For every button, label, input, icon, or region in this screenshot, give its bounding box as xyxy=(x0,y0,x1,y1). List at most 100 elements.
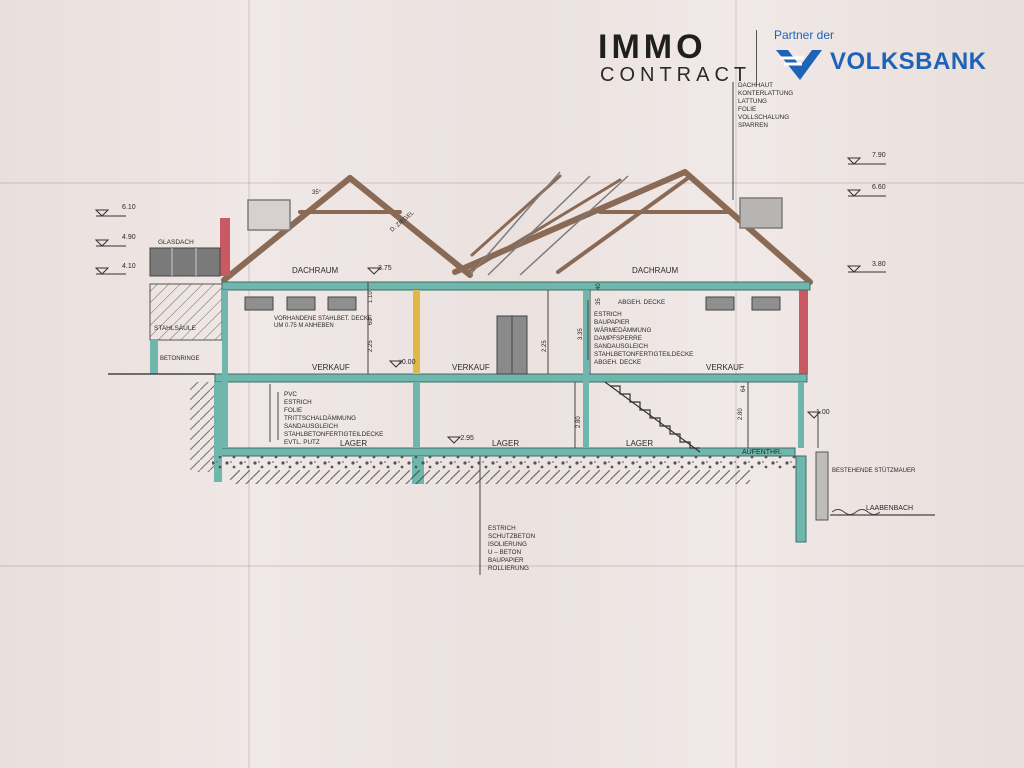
retaining-wall xyxy=(795,455,807,543)
level-right-top: 7.90 xyxy=(872,152,886,159)
floor-layer: TRITTSCHALDÄMMUNG xyxy=(284,414,356,422)
volksbank-v-icon xyxy=(776,50,822,80)
base-layer: U – BETON xyxy=(488,549,522,556)
roof-layer: LATTUNG xyxy=(738,98,767,105)
level-marker-icon xyxy=(94,267,126,275)
room-verkauf-right: VERKAUF xyxy=(706,363,744,372)
dim-280: 2.80 xyxy=(576,416,582,428)
logo-volksbank: VOLKSBANK xyxy=(830,48,987,75)
floor-layer-list: PVC ESTRICH FOLIE TRITTSCHALDÄMMUNG SAND… xyxy=(284,391,383,446)
dimension-lines xyxy=(269,82,819,575)
level-markers xyxy=(94,157,886,444)
steel-column-block xyxy=(149,283,223,341)
level-right-low: 3.80 xyxy=(872,261,886,268)
level-marker-icon xyxy=(366,267,382,275)
dim-225b: 2.25 xyxy=(542,340,548,352)
earth-hatch xyxy=(230,470,750,484)
logo-separator xyxy=(756,30,757,86)
ceiling-layer: WÄRMEDÄMMUNG xyxy=(594,326,651,334)
room-aufenthr: AUFENTHR. xyxy=(742,449,782,456)
room-verkauf-mid: VERKAUF xyxy=(452,363,490,372)
floor-layer: FOLIE xyxy=(284,407,302,414)
wall-right-upper xyxy=(799,290,808,374)
level-lager: -2.95 xyxy=(458,435,474,442)
gravel-bed xyxy=(212,456,797,470)
room-lager-mid: LAGER xyxy=(492,439,519,448)
ceiling-layer: DAMPFSPERRE xyxy=(594,335,642,342)
level-marker-icon xyxy=(846,157,886,165)
dim-110: 1.10 xyxy=(368,291,374,303)
column-yellow xyxy=(413,290,420,374)
slab-dachraum xyxy=(221,281,811,291)
volksbank-logo: VOLKSBANK xyxy=(774,44,1004,84)
dim-280b: 2.80 xyxy=(738,408,744,420)
ceiling-layer: STAHLBETONFERTIGTEILDECKE xyxy=(594,351,693,358)
level-left-top: 6.10 xyxy=(122,204,136,211)
label-stahlsaeule: STAHLSÄULE xyxy=(154,324,196,332)
dim-60: 60 xyxy=(368,318,374,325)
logo-contract: CONTRACT xyxy=(600,64,752,86)
chimney-wall-left xyxy=(220,218,230,276)
floor-layer: STAHLBETONFERTIGTEILDECKE xyxy=(284,431,383,438)
base-layer: SCHUTZBETON xyxy=(488,533,536,540)
earth-hatch-left xyxy=(190,382,214,472)
base-layer-list: ESTRICH SCHUTZBETON ISOLIERUNG U – BETON… xyxy=(488,525,536,572)
roof-layer: KONTERLATTUNG xyxy=(738,90,793,97)
label-betonringe: BETONRINGE xyxy=(160,356,200,362)
room-dachraum-right: DACHRAUM xyxy=(632,266,679,275)
column xyxy=(798,382,804,448)
level-right-mid: 6.60 xyxy=(872,184,886,191)
roof-layer-list: DACHHAUT KONTERLATTUNG LATTUNG FOLIE VOL… xyxy=(738,82,793,129)
windows xyxy=(244,296,781,311)
column xyxy=(222,290,228,448)
logo-immo: IMMO xyxy=(598,28,707,66)
column xyxy=(413,382,420,448)
level-ground: ±0.00 xyxy=(398,359,416,366)
base-layer: ESTRICH xyxy=(488,525,516,532)
label-roof-pitch: 35° xyxy=(312,190,322,196)
level-left-mid: 4.90 xyxy=(122,234,136,241)
rafter-inner xyxy=(556,176,690,274)
column xyxy=(583,290,589,448)
level-dachraum: 3.75 xyxy=(378,265,392,272)
ceiling-layer: ABGEH. DECKE xyxy=(618,299,665,306)
roof-layer: SPARREN xyxy=(738,122,768,129)
room-lager-left: LAGER xyxy=(340,439,367,448)
label-stahlbet-2: UM 0.75 M ANHEBEN xyxy=(274,323,334,329)
level-marker-icon xyxy=(846,189,886,197)
dim-40: 40 xyxy=(596,283,602,290)
slab-lager xyxy=(214,447,796,457)
creek-wave xyxy=(831,509,881,515)
base-layer: BAUPAPIER xyxy=(488,557,524,564)
ceiling-layer-list: ABGEH. DECKE ESTRICH BAUPAPIER WÄRMEDÄMM… xyxy=(594,299,693,366)
dim-335: 3.35 xyxy=(578,328,584,340)
paper-fold-line xyxy=(248,0,250,768)
ceiling-layer: SANDAUSGLEICH xyxy=(594,343,648,350)
room-dachraum-left: DACHRAUM xyxy=(292,266,339,275)
ceiling-layer: BAUPAPIER xyxy=(594,319,630,326)
floor-layer: PVC xyxy=(284,391,297,398)
level-marker-icon xyxy=(94,239,126,247)
rafter-left-gable xyxy=(347,175,473,278)
roof-layer: VOLLSCHALUNG xyxy=(738,114,789,121)
level-marker-icon xyxy=(806,411,822,419)
dim-225: 2.25 xyxy=(368,340,374,352)
base-layer: ROLLIERUNG xyxy=(488,565,529,572)
level-marker-icon xyxy=(388,360,404,368)
level-left-low: 4.10 xyxy=(122,263,136,270)
betonringe-post xyxy=(150,340,158,374)
label-stahlbet-1: VORHANDENE STAHLBET. DECKE xyxy=(274,316,372,322)
label-laabenbach: LAABENBACH xyxy=(866,505,913,512)
roof-layer: DACHHAUT xyxy=(738,82,773,89)
floor-layer: EVTL. PUTZ xyxy=(284,439,320,446)
roof-structure xyxy=(221,169,813,285)
label-glasdach: GLASDACH xyxy=(158,239,194,246)
staircase xyxy=(604,381,701,453)
level-outside: 1.00 xyxy=(816,409,830,416)
paper-fold-line xyxy=(0,182,1024,184)
existing-retaining-wall xyxy=(815,451,829,521)
label-stuetzmauer: BESTEHENDE STÜTZMAUER xyxy=(832,467,916,474)
dim-35: 35 xyxy=(596,298,602,305)
rafter-mid xyxy=(452,169,688,275)
